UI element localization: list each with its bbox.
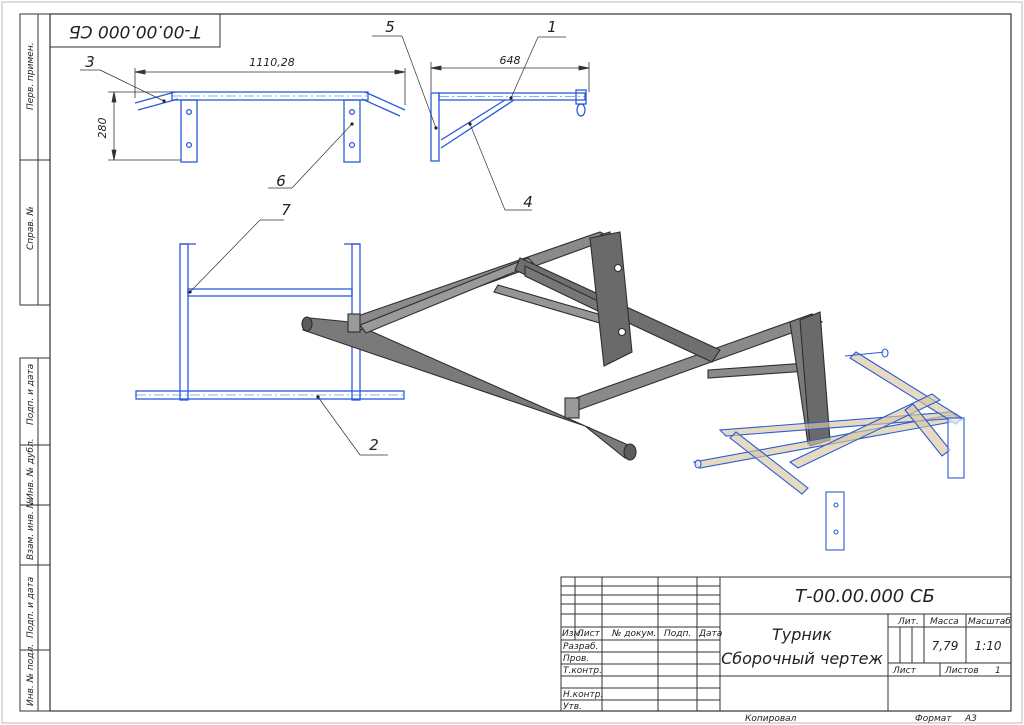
row-nkontr: Н.контр. [563, 690, 603, 700]
balloon-7: 7 [281, 201, 291, 219]
row-tkontr: Т.контр. [563, 666, 602, 676]
designation-top: Т-00.00.000 СБ [69, 21, 201, 41]
balloon-4: 4 [523, 193, 533, 211]
title-line-2: Сборочный чертеж [721, 649, 883, 668]
title-line-1: Турник [772, 625, 832, 644]
side-view [430, 89, 587, 162]
balloon-5: 5 [385, 18, 395, 36]
balloon-3: 3 [85, 53, 95, 71]
dimension-lines-front [108, 68, 406, 161]
row-utv: Утв. [563, 702, 582, 712]
scale-value: 1:10 [975, 639, 1002, 653]
col-izm: Изм. [562, 629, 583, 639]
side-label-inv-podl: Инв. № подл. [26, 644, 36, 706]
col-data: Дата [698, 629, 722, 639]
sheets-count: 1 [995, 666, 1001, 676]
col-list: Лист [576, 629, 601, 639]
balloon-6: 6 [276, 172, 286, 190]
balloon-2: 2 [369, 436, 379, 454]
header-scale: Масштаб [968, 617, 1011, 627]
front-view [134, 91, 406, 163]
side-label-podp2: Подп. и дата [26, 577, 36, 638]
dimension-lines-side [430, 62, 590, 92]
header-lit: Лит. [897, 617, 919, 627]
balloon-1: 1 [547, 18, 557, 36]
leader-dots [162, 96, 513, 399]
iso-model-outline [692, 348, 965, 551]
dim-height: 280 [96, 118, 109, 139]
col-podp: Подп. [664, 629, 691, 639]
row-prov: Пров. [563, 654, 589, 664]
dim-depth: 648 [500, 54, 521, 67]
dim-width: 1110,28 [249, 56, 295, 69]
header-mass: Масса [930, 617, 959, 627]
side-label-perv: Перв. примен. [26, 42, 36, 110]
mass-value: 7,79 [932, 639, 959, 653]
side-strip [19, 13, 51, 712]
sheet-label: Лист [892, 666, 917, 676]
leader-lines [80, 35, 566, 456]
col-dokum: № докум. [611, 629, 656, 639]
iso-model-shaded [301, 231, 831, 461]
format-value: А3 [964, 714, 977, 724]
copied-label: Копировал [745, 714, 797, 724]
side-label-vzam: Взам. инв. № [26, 499, 36, 560]
title-block [560, 576, 1012, 712]
side-label-podp1: Подп. и дата [26, 364, 36, 425]
designation-box-top [49, 13, 221, 48]
sheets-label: Листов [944, 666, 979, 676]
format-label: Формат [915, 714, 952, 724]
row-razrab: Разраб. [563, 642, 598, 652]
side-label-inv-dubl: Инв. № дубл. [26, 438, 36, 500]
designation: Т-00.00.000 СБ [795, 586, 935, 607]
side-label-sprav: Справ. № [26, 206, 36, 250]
